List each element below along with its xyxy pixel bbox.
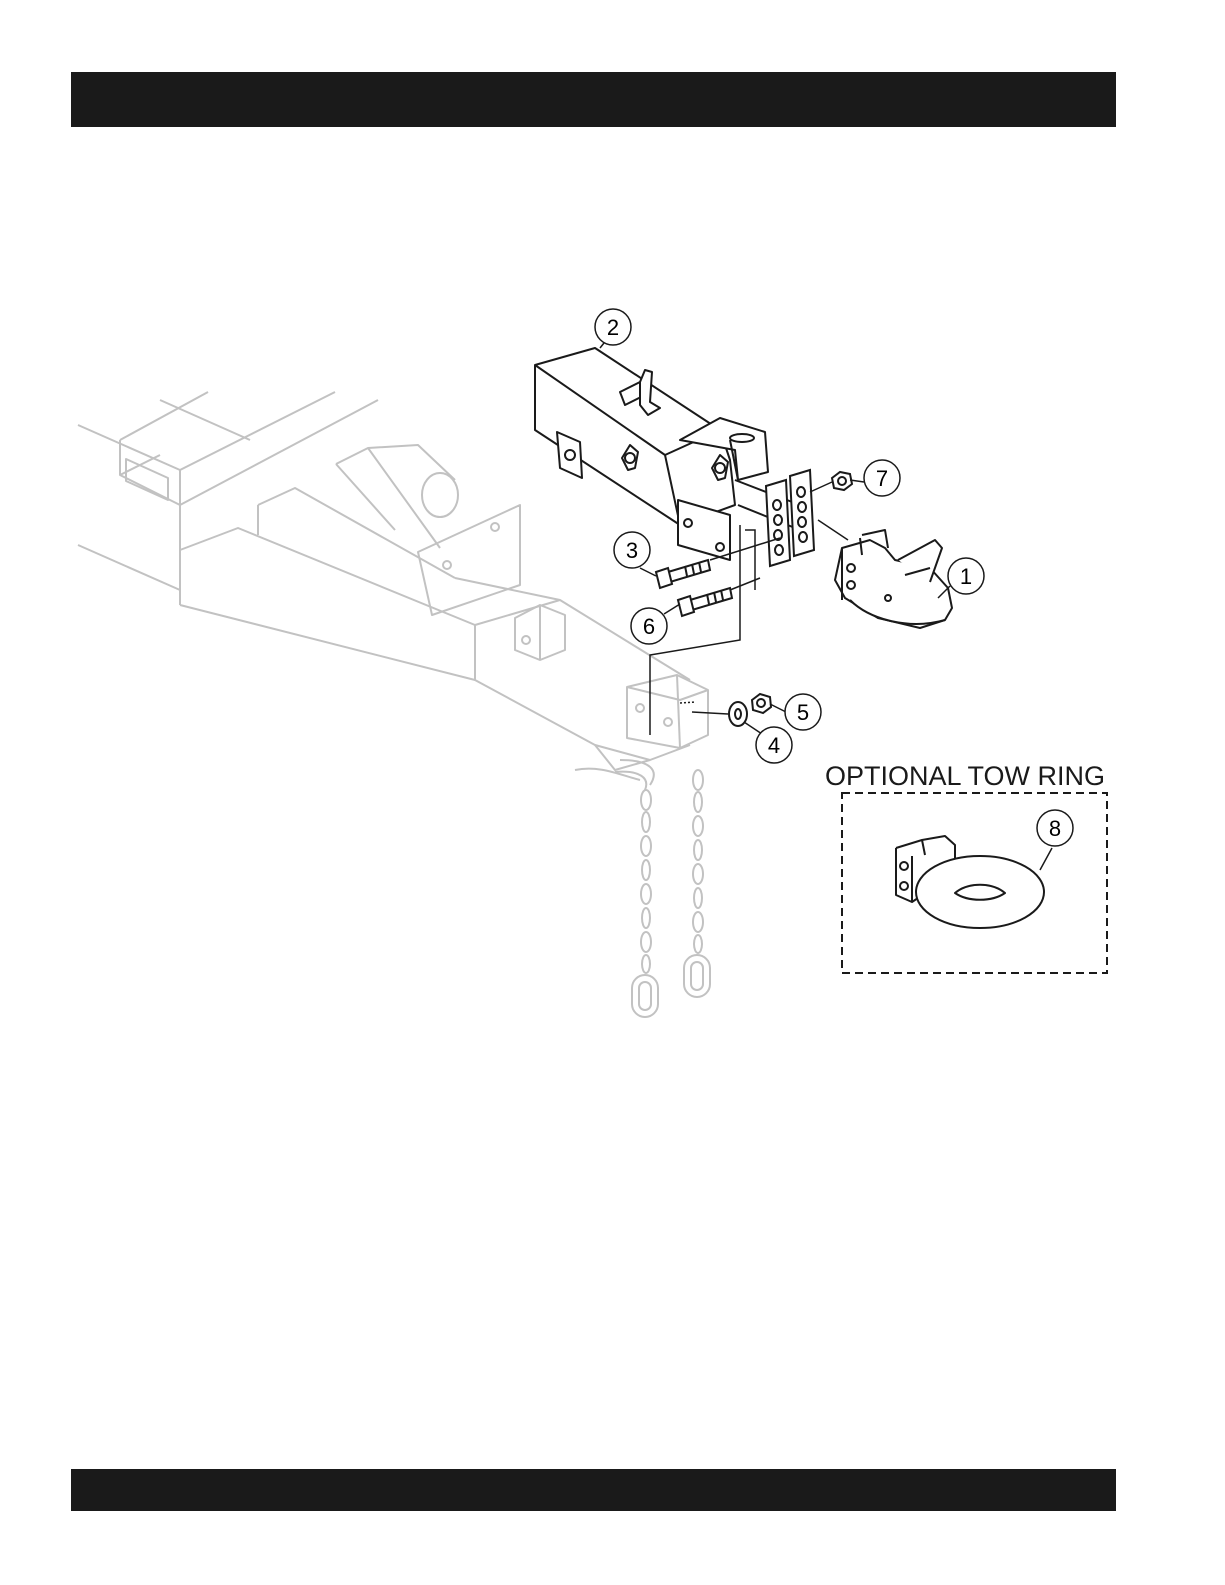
callout-8: 8 [1037, 810, 1073, 846]
nut-5 [752, 694, 771, 713]
svg-text:6: 6 [643, 614, 655, 639]
callout-4: 4 [756, 727, 792, 763]
adjustment-plates [766, 470, 814, 566]
coupler-1 [835, 530, 952, 628]
svg-text:7: 7 [876, 466, 888, 491]
trailer-frame [78, 392, 710, 1017]
svg-text:8: 8 [1049, 816, 1061, 841]
tow-ring-8 [896, 836, 1044, 928]
svg-text:1: 1 [960, 564, 972, 589]
bolt-3 [656, 560, 710, 588]
bolt-6 [678, 588, 732, 616]
callout-7: 7 [864, 460, 900, 496]
svg-text:5: 5 [797, 700, 809, 725]
optional-tow-ring-title: OPTIONAL TOW RING [825, 761, 1105, 791]
safety-chains [632, 770, 710, 1017]
svg-text:2: 2 [607, 315, 619, 340]
coupler-tube [535, 348, 800, 560]
optional-tow-ring-box: OPTIONAL TOW RING 8 [825, 761, 1107, 973]
callout-6: 6 [631, 608, 667, 644]
callout-3: 3 [614, 532, 650, 568]
callout-2: 2 [595, 309, 631, 345]
callout-1: 1 [948, 558, 984, 594]
svg-text:3: 3 [626, 538, 638, 563]
svg-text:4: 4 [768, 733, 780, 758]
nut-7 [832, 472, 852, 490]
callout-5: 5 [785, 694, 821, 730]
